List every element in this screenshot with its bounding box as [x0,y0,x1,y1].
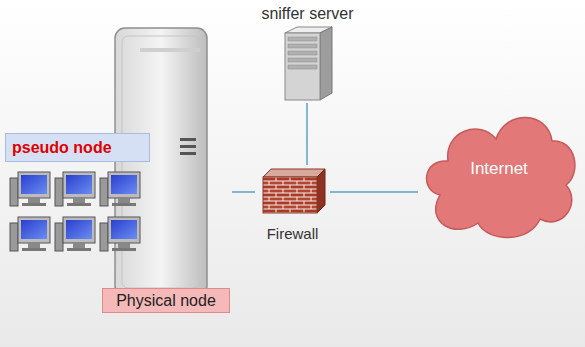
physical-server: Physical node [100,28,232,313]
sniffer-server: sniffer server [240,3,375,103]
firewall: Firewall [255,165,330,247]
node-label: Internet [418,157,580,181]
tower-illustration [100,28,232,313]
node-label: Firewall [255,223,330,245]
pseudo-node-group: pseudo node [5,133,153,258]
network-link [232,191,255,193]
internet-cloud: Internet [418,95,580,245]
node-label: pseudo node [5,133,150,162]
network-link [306,103,308,165]
node-label: sniffer server [240,3,375,25]
node-label: Physical node [102,288,230,313]
network-link [330,191,418,193]
